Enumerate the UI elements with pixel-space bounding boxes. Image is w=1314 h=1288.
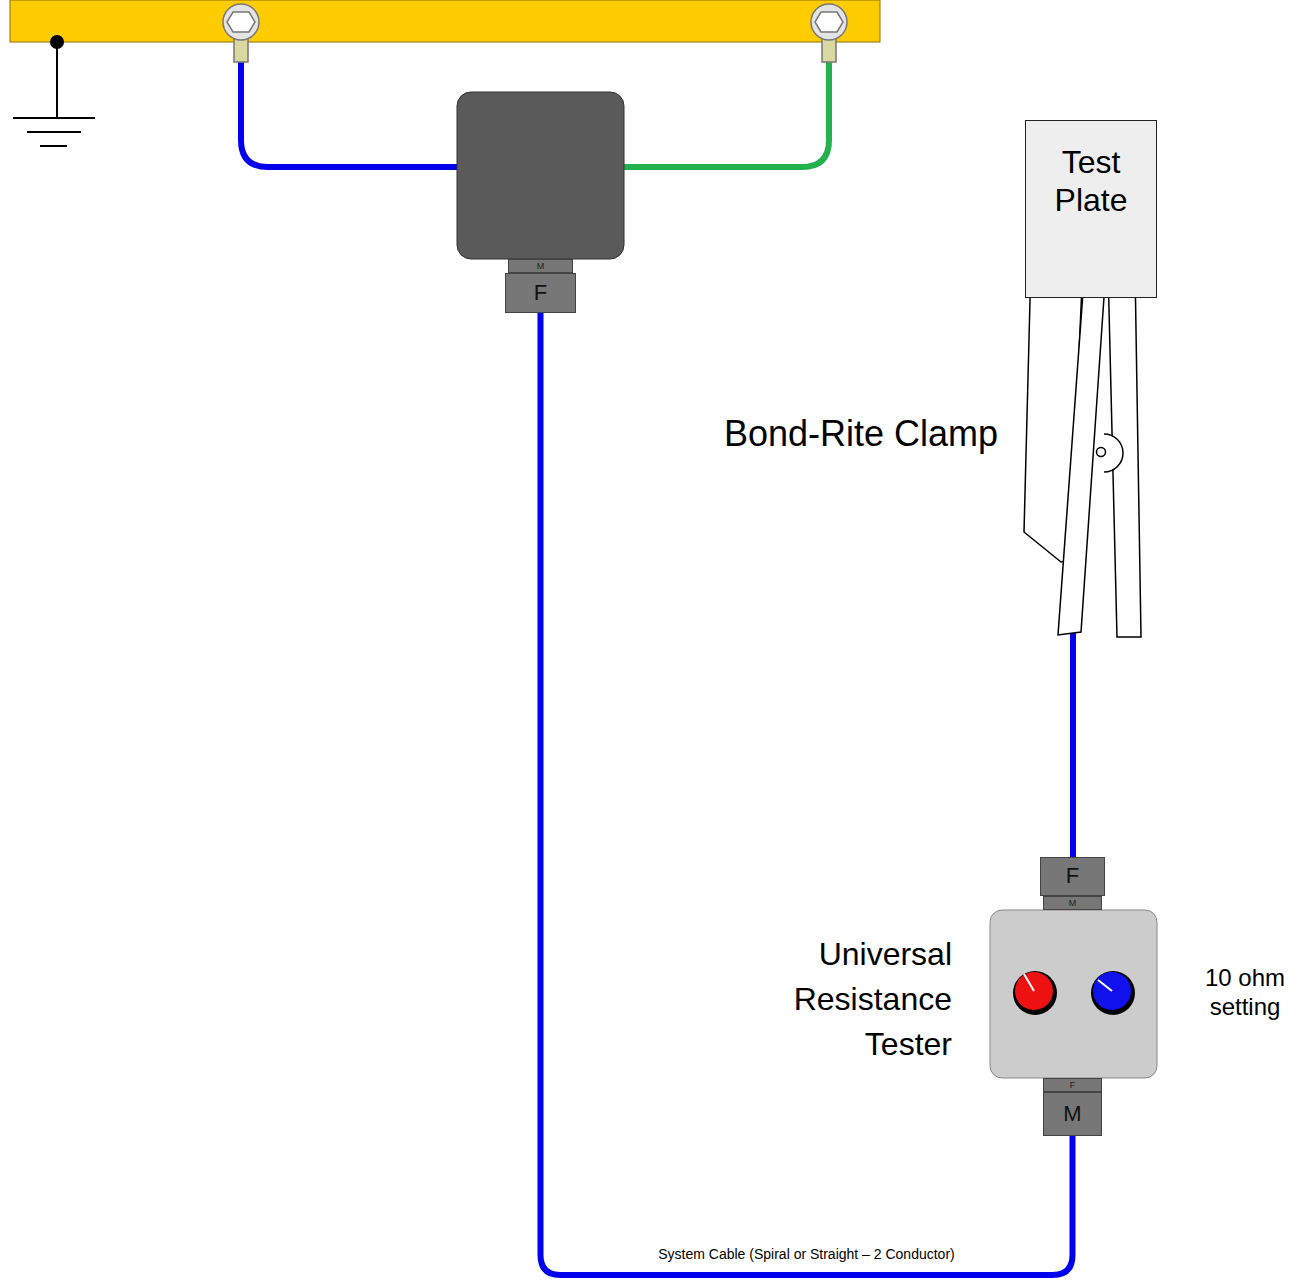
box-text: F — [1070, 1080, 1076, 1091]
ring-terminal — [811, 4, 847, 62]
cable-label: System Cable (Spiral or Straight – 2 Con… — [655, 1246, 957, 1263]
connector-male: M — [1043, 896, 1102, 910]
box-text: M — [537, 261, 545, 272]
red-knob — [1013, 971, 1057, 1015]
resistance-tester: Universal Resistance Tester — [990, 910, 1157, 1078]
ground-bus-bar — [10, 0, 880, 42]
bond-rite-clamp — [1024, 262, 1141, 637]
tester-body — [990, 910, 1157, 1078]
connector-female: F — [1040, 857, 1105, 896]
connector-female: F — [505, 273, 576, 313]
green-wire — [622, 58, 829, 167]
box-text: M — [1063, 1101, 1081, 1127]
box-text: F — [534, 280, 547, 306]
system-cable — [541, 313, 1073, 1275]
blue-knob — [1091, 971, 1135, 1015]
box-text: F — [1066, 863, 1079, 889]
part-label: Bond-Rite Clamp — [640, 412, 998, 455]
box-text: M — [1069, 898, 1077, 909]
test-plate: Test Plate — [1025, 120, 1157, 298]
ground-symbol — [13, 42, 95, 146]
setting-note: 10 ohm setting — [1180, 964, 1310, 1022]
ring-terminal — [223, 4, 259, 62]
tester-heading: Universal Resistance Tester — [752, 932, 952, 1067]
clamp-wire — [1070, 630, 1076, 860]
box-text: Test Plate — [1036, 143, 1146, 220]
connector-male: M — [508, 259, 573, 273]
ground-dot — [50, 35, 64, 49]
connector-female: F — [1043, 1078, 1102, 1092]
junction-box — [457, 92, 624, 259]
connector-male: M — [1043, 1092, 1102, 1136]
blue-wire — [241, 58, 460, 167]
